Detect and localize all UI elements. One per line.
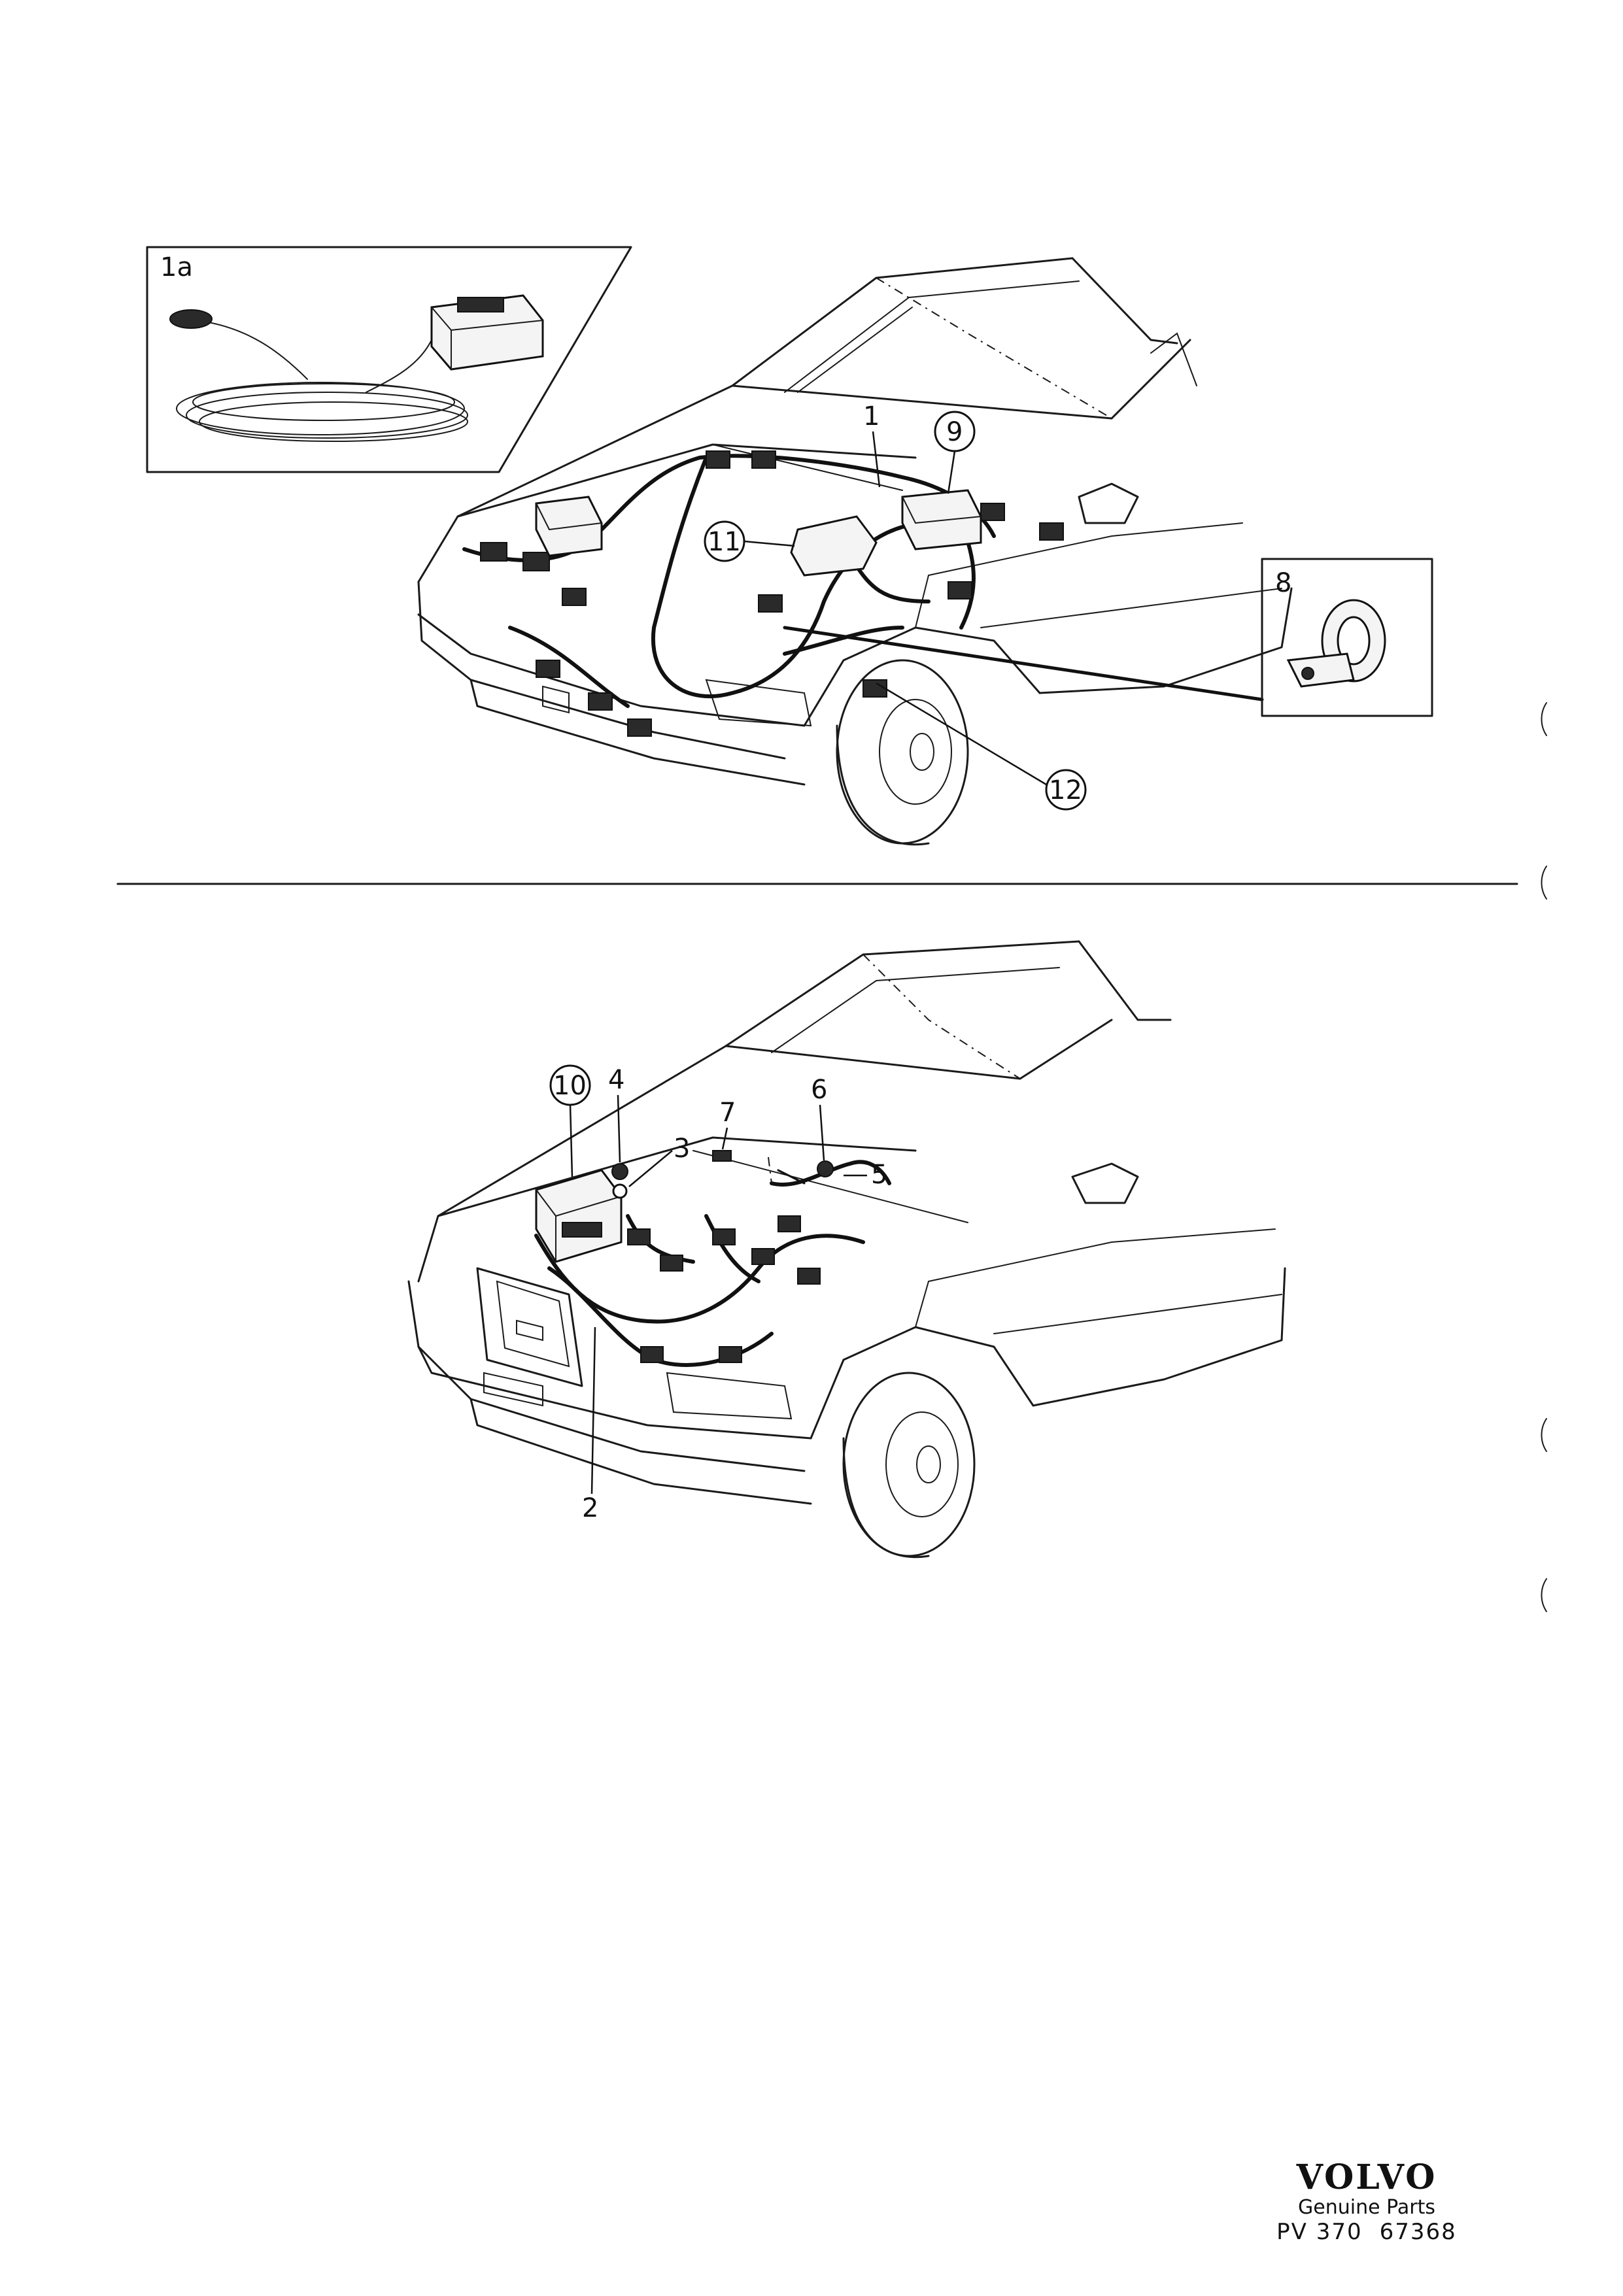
callouts-top: 1 9 11 12 [704, 401, 1087, 811]
callout-11: 11 [708, 527, 741, 557]
bottom-figure: 10 4 7 6 3 5 2 [407, 940, 1286, 1559]
harness-top [462, 450, 1264, 737]
callout-5: 5 [871, 1160, 887, 1190]
callout-3: 3 [674, 1134, 690, 1164]
car-top [417, 257, 1293, 846]
brand-subtitle: Genuine Parts [1298, 2196, 1435, 2219]
callout-9: 9 [946, 417, 963, 447]
brand-name: VOLVO [1296, 2157, 1437, 2197]
callout-7: 7 [719, 1098, 736, 1128]
inset-1a: 1a [146, 246, 632, 473]
callouts-bottom: 10 4 7 6 3 5 2 [549, 1064, 887, 1523]
callout-4: 4 [608, 1065, 624, 1095]
callout-10: 10 [553, 1071, 587, 1101]
harness-bottom [534, 1150, 891, 1367]
inset-8: 8 [1261, 558, 1433, 717]
callout-12: 12 [1049, 775, 1082, 805]
callout-8: 8 [1275, 568, 1291, 598]
code-number: 67368 [1379, 2219, 1457, 2245]
callout-1: 1 [863, 401, 880, 431]
callout-1a: 1a [160, 252, 193, 282]
car-bottom [407, 940, 1286, 1559]
margin-marks [1541, 702, 1547, 1612]
part-code: PV 370 67368 [1269, 2219, 1465, 2245]
callout-2: 2 [582, 1493, 598, 1523]
volvo-brand-block: VOLVO Genuine Parts PV 370 67368 [1269, 2157, 1465, 2245]
callout-6: 6 [811, 1075, 827, 1105]
code-prefix: PV 370 [1276, 2219, 1363, 2245]
top-figure: 1a [146, 246, 1433, 846]
